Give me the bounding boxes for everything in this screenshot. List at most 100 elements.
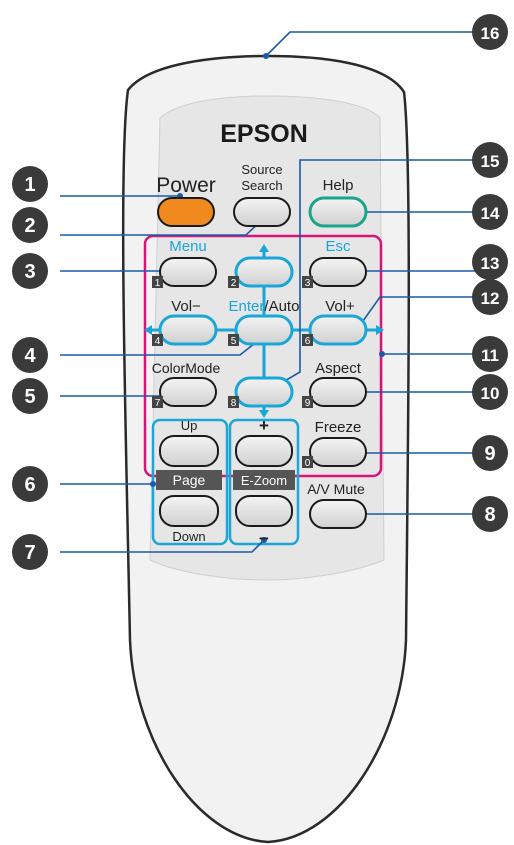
- number-tag-bg: [302, 334, 313, 346]
- number-tag-bg: [302, 276, 313, 288]
- freeze-label: Freeze: [315, 419, 362, 436]
- number-tag: 3: [305, 278, 311, 289]
- enter-slash: /: [264, 298, 269, 315]
- callout-circle: [472, 14, 508, 50]
- callout-number: 16: [481, 24, 500, 43]
- number-tag: 7: [155, 398, 161, 409]
- callout-number: 15: [481, 152, 500, 171]
- vol-down-button[interactable]: [158, 314, 218, 346]
- color-mode-button[interactable]: [159, 377, 217, 407]
- help-button[interactable]: [308, 196, 368, 228]
- number-tag-bg: [302, 396, 313, 408]
- callout-number: 5: [24, 386, 35, 408]
- callout-number: 12: [481, 289, 500, 308]
- ezoom-band: [233, 470, 295, 490]
- callout-number: 10: [481, 384, 500, 403]
- arrow-right-icon: [376, 325, 384, 335]
- page-up-button[interactable]: [159, 435, 219, 467]
- number-tag: 5: [231, 336, 237, 347]
- callout-number: 2: [24, 215, 35, 237]
- callout-circle: [12, 207, 48, 243]
- callout-number: 7: [24, 542, 35, 564]
- arrow-up-icon: [259, 244, 269, 252]
- zoom-in-button[interactable]: [235, 435, 293, 467]
- number-tag-bg: [152, 396, 163, 408]
- menu-label: Menu: [169, 238, 207, 255]
- power-button[interactable]: [157, 197, 215, 227]
- page-down-button[interactable]: [159, 495, 219, 527]
- av-mute-button[interactable]: [309, 499, 367, 529]
- callout-number: 3: [24, 261, 35, 283]
- callout-circle: [472, 435, 508, 471]
- number-tag: 8: [231, 398, 237, 409]
- callout-circle: [472, 336, 508, 372]
- esc-button[interactable]: [309, 257, 367, 287]
- callout-number: 8: [484, 504, 495, 526]
- arrow-down-icon: [259, 410, 269, 418]
- vol-up-label: Vol+: [325, 298, 355, 315]
- page-up-label: Up: [181, 418, 198, 433]
- callout-number: 6: [24, 474, 35, 496]
- zoom-plus-label: +: [259, 416, 269, 435]
- callout-circle: [12, 534, 48, 570]
- down-button[interactable]: [234, 376, 294, 408]
- number-tag-bg: [228, 334, 239, 346]
- callout-number: 1: [24, 174, 35, 196]
- page-down-label: Down: [172, 529, 205, 544]
- callout-circle: [12, 253, 48, 289]
- source-search-button[interactable]: [233, 197, 291, 227]
- zoom-minus-label: −: [259, 529, 269, 548]
- number-tag-bg: [302, 456, 313, 468]
- aspect-label: Aspect: [315, 360, 362, 377]
- callout-number: 4: [24, 345, 36, 367]
- ezoom-group-frame: [228, 418, 300, 546]
- callout-circle: [472, 194, 508, 230]
- number-tag: 6: [305, 336, 311, 347]
- number-tag: 1: [155, 278, 161, 289]
- page-label: Page: [173, 472, 206, 488]
- callout-circle: [12, 466, 48, 502]
- callout-number: 13: [481, 254, 500, 273]
- number-tag-bg: [152, 334, 163, 346]
- zoom-out-button[interactable]: [235, 495, 293, 527]
- vol-down-label: Vol−: [171, 298, 201, 315]
- callout-number: 11: [481, 346, 499, 365]
- number-tag: 2: [231, 278, 237, 289]
- help-label: Help: [323, 177, 354, 194]
- up-button[interactable]: [234, 256, 294, 288]
- number-tag-bg: [228, 396, 239, 408]
- callout-number: 14: [481, 204, 500, 223]
- power-label: Power: [156, 174, 216, 197]
- callout-circle: [472, 279, 508, 315]
- color-mode-label: ColorMode: [152, 360, 221, 376]
- esc-label: Esc: [325, 238, 351, 255]
- ezoom-label: E-Zoom: [241, 473, 287, 488]
- callout-circle: [12, 166, 48, 202]
- callout-circle: [12, 378, 48, 414]
- menu-button[interactable]: [159, 257, 217, 287]
- arrow-left-icon: [144, 325, 152, 335]
- source-label-line2: Search: [241, 178, 282, 193]
- number-tag-bg: [152, 276, 163, 288]
- callout-circle: [472, 244, 508, 280]
- callout-circle: [12, 337, 48, 373]
- callout-circle: [472, 374, 508, 410]
- brand-logo: EPSON: [220, 120, 308, 148]
- callout-circle: [472, 142, 508, 178]
- number-tag: 9: [305, 398, 311, 409]
- auto-word: Auto: [269, 298, 300, 315]
- aspect-button[interactable]: [309, 377, 367, 407]
- freeze-button[interactable]: [309, 437, 367, 467]
- source-label-line1: Source: [241, 162, 282, 177]
- enter-word: Enter: [229, 298, 265, 315]
- av-mute-label: A/V Mute: [307, 481, 365, 497]
- enter-auto-button[interactable]: [234, 314, 294, 346]
- enter-auto-label: Enter/Auto: [229, 298, 300, 315]
- callout-number: 9: [484, 443, 495, 465]
- vol-up-button[interactable]: [308, 314, 368, 346]
- number-tag-bg: [228, 276, 239, 288]
- page-band: [156, 470, 222, 490]
